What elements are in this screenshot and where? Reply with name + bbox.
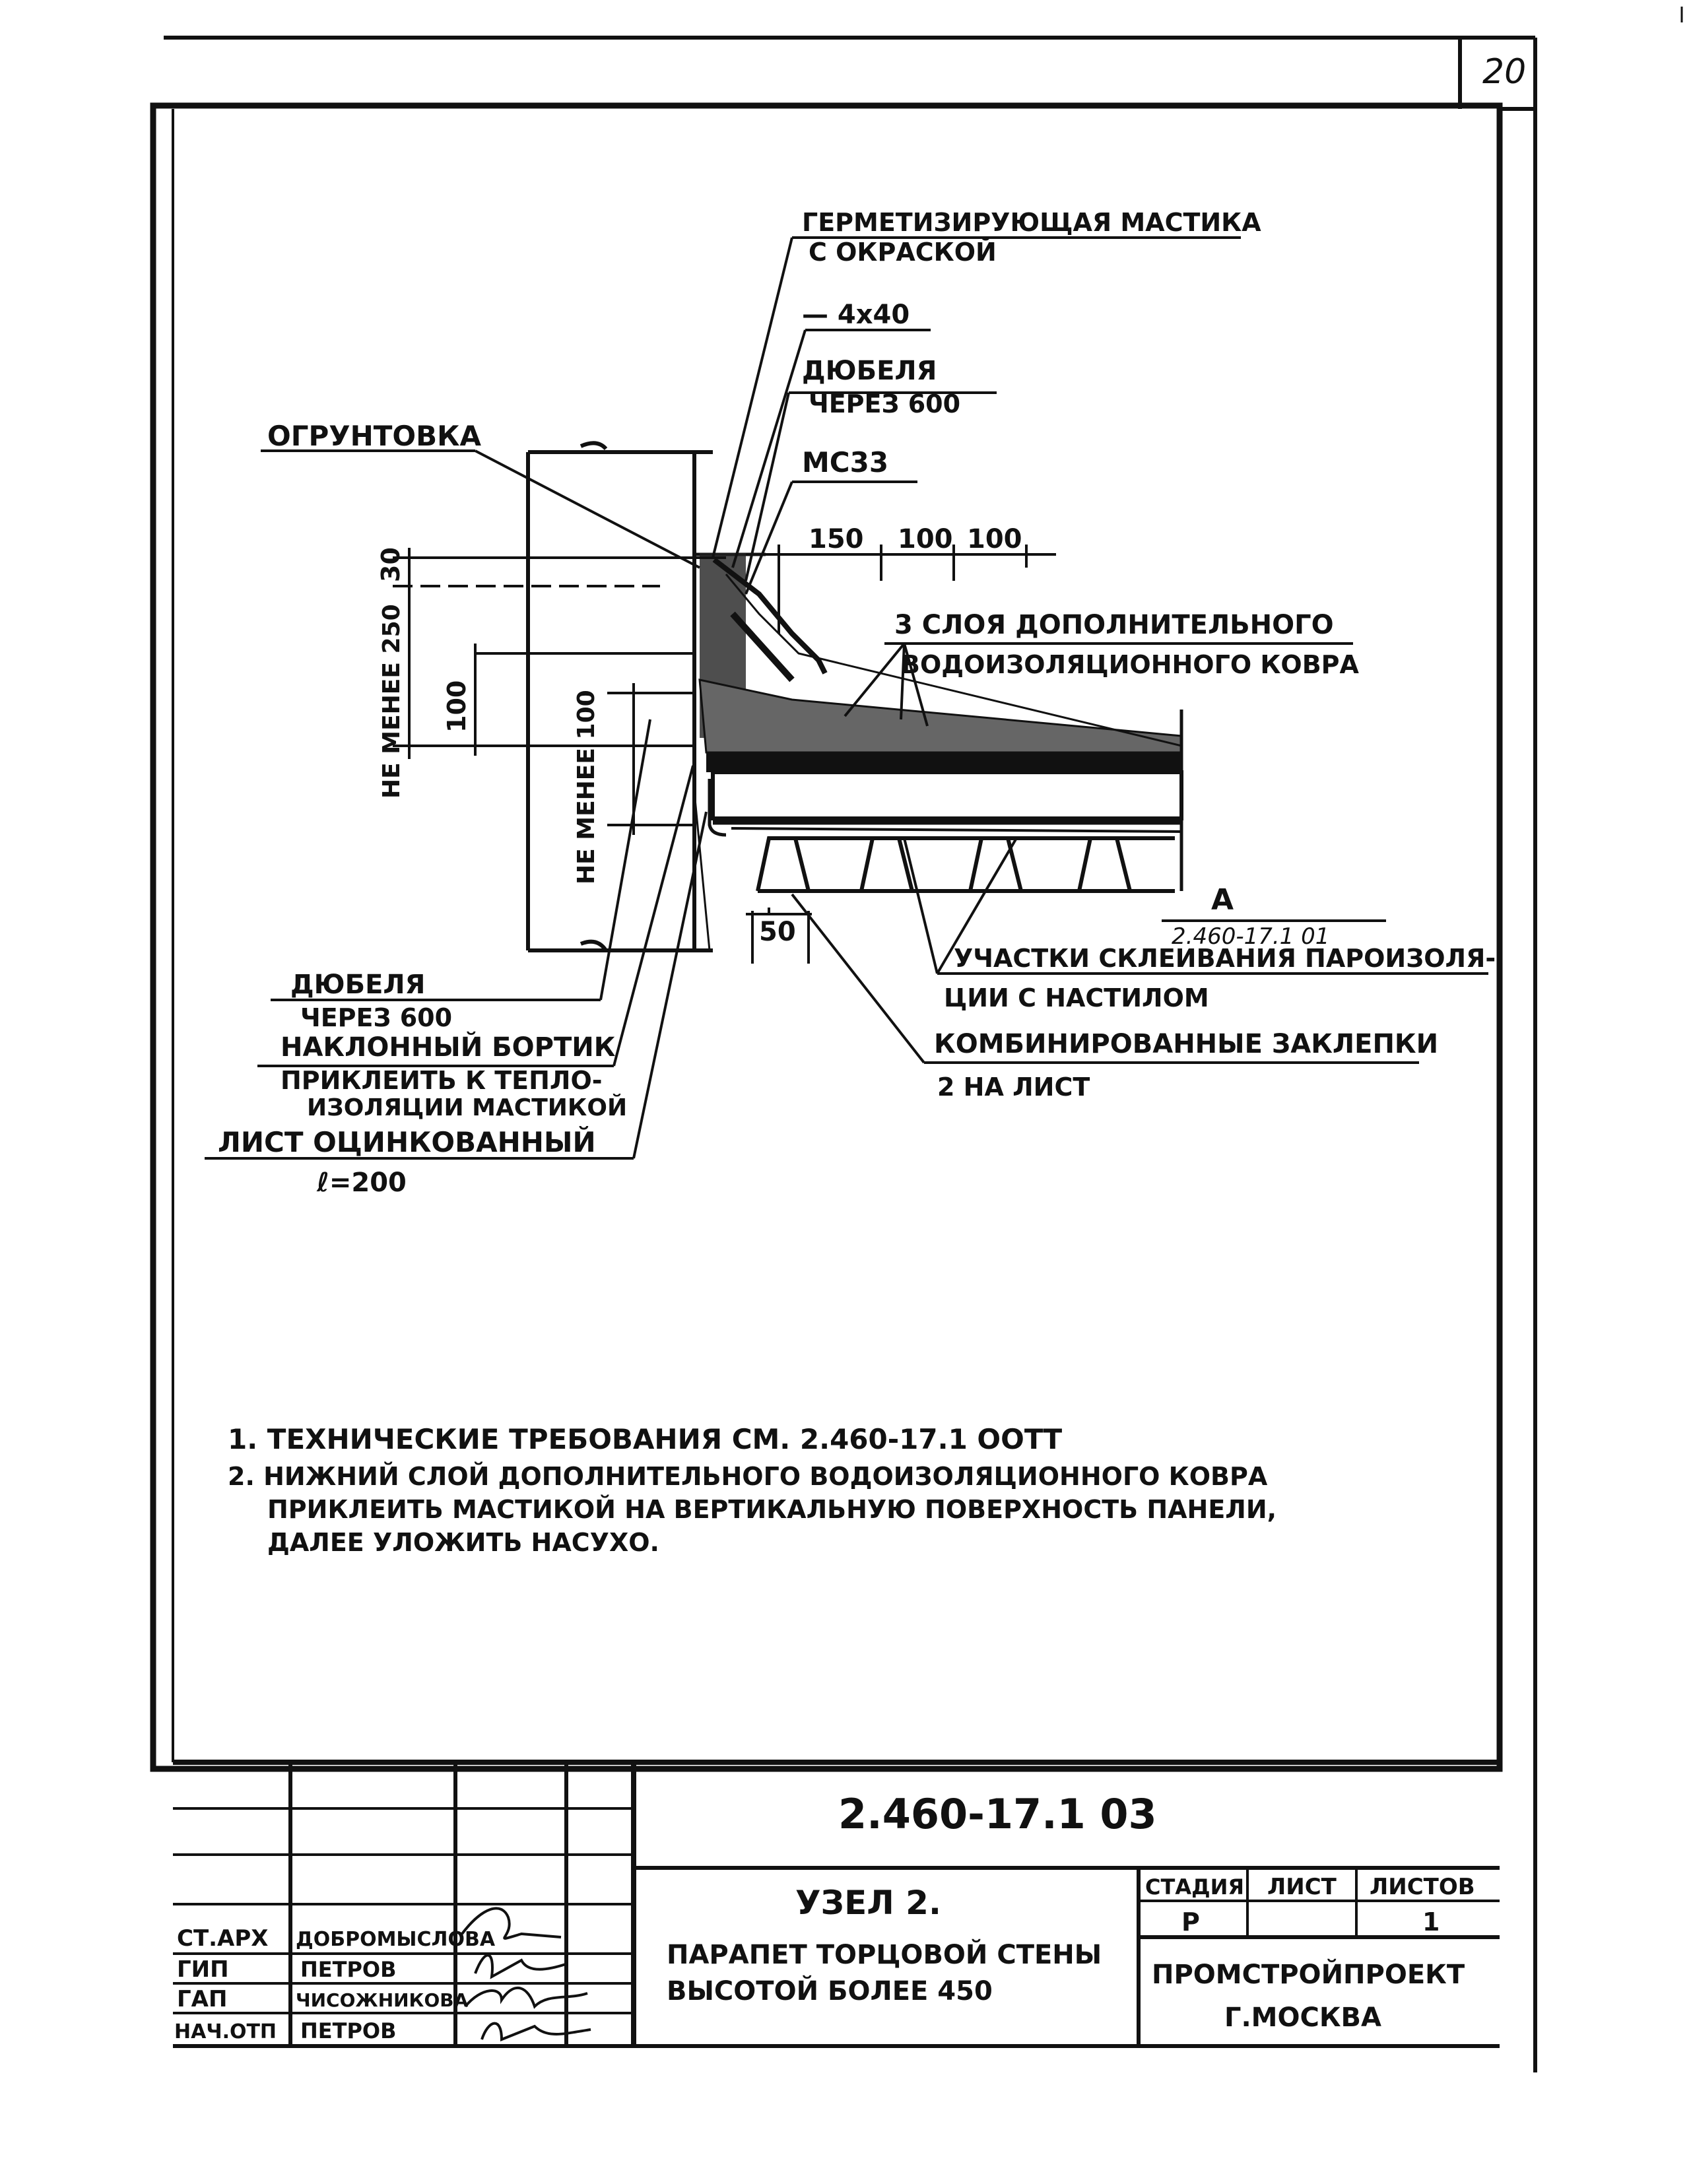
signature-rows: СТ.АРХ ДОБРОМЫСЛОВА ГИП ПЕТРОВ ГАП ЧИСОЖ… xyxy=(174,1925,496,2043)
label-dowels-top-1: ДЮБЕЛЯ xyxy=(802,356,937,386)
label-incline-1: НАКЛОННЫЙ БОРТИК xyxy=(281,1031,616,1063)
steel-deck xyxy=(756,836,1175,893)
node-title: УЗЕЛ 2. xyxy=(795,1884,941,1922)
roof-panel xyxy=(694,552,1183,891)
dim-100a: 100 xyxy=(898,524,953,554)
note-2b: ПРИКЛЕИТЬ МАСТИКОЙ НА ВЕРТИКАЛЬНУЮ ПОВЕР… xyxy=(267,1495,1277,1524)
title-block-grid xyxy=(173,1760,1500,2048)
sheet-header: ЛИСТ xyxy=(1267,1874,1337,1900)
note-1: 1. ТЕХНИЧЕСКИЕ ТРЕБОВАНИЯ СМ. 2.460-17.1… xyxy=(228,1423,1062,1455)
stage-value: Р xyxy=(1181,1907,1200,1936)
dim-30: 30 xyxy=(376,547,405,582)
role-2: ГИП xyxy=(177,1956,229,1983)
label-layers-1: 3 СЛОЯ ДОПОЛНИТЕЛЬНОГО xyxy=(894,610,1334,640)
org-name: ПРОМСТРОЙПРОЕКТ xyxy=(1152,1958,1465,1990)
label-sealant-2: С ОКРАСКОЙ xyxy=(809,238,997,267)
node-desc-1: ПАРАПЕТ ТОРЦОВОЙ СТЕНЫ xyxy=(667,1938,1102,1970)
label-strip: — 4х40 xyxy=(802,300,910,330)
label-ref-letter: А xyxy=(1211,883,1234,917)
dim-100v: 100 xyxy=(442,680,471,733)
label-mc33: МС33 xyxy=(802,446,888,479)
label-sheet-1: ЛИСТ ОЦИНКОВАННЫЙ xyxy=(218,1125,596,1158)
sheets-header: ЛИСТОВ xyxy=(1370,1874,1475,1900)
role-1: СТ.АРХ xyxy=(177,1925,269,1952)
dim-250: НЕ МЕНЕЕ 250 xyxy=(378,604,405,799)
label-dowels-bottom-2: ЧЕРЕЗ 600 xyxy=(300,1003,452,1032)
dim-50: 50 xyxy=(759,917,796,947)
leader-lines xyxy=(205,236,1488,1160)
dimension-lines xyxy=(393,545,1056,964)
label-sealant-1: ГЕРМЕТИЗИРУЮЩАЯ МАСТИКА xyxy=(802,208,1261,237)
name-4: ПЕТРОВ xyxy=(300,2018,397,2043)
parapet-wall xyxy=(526,441,713,952)
label-rivets-2: 2 НА ЛИСТ xyxy=(937,1073,1090,1102)
label-incline-2: ПРИКЛЕИТЬ К ТЕПЛО- xyxy=(281,1066,603,1095)
dim-100b: 100 xyxy=(967,524,1022,554)
label-ref-doc: 2.460-17.1 01 xyxy=(1172,923,1329,950)
dim-100min: НЕ МЕНЕЕ 100 xyxy=(573,690,600,884)
label-bonding-1: УЧАСТКИ СКЛЕИВАНИЯ ПАРОИЗОЛЯ- xyxy=(954,944,1496,973)
signatures xyxy=(461,1907,591,2041)
stage-header: СТАДИЯ xyxy=(1145,1874,1244,1900)
notes: 1. ТЕХНИЧЕСКИЕ ТРЕБОВАНИЯ СМ. 2.460-17.1… xyxy=(228,1423,1277,1557)
note-2c: ДАЛЕЕ УЛОЖИТЬ НАСУХО. xyxy=(267,1528,659,1557)
node-desc-2: ВЫСОТОЙ БОЛЕЕ 450 xyxy=(667,1975,993,2006)
name-3: ЧИСОЖНИКОВА xyxy=(296,1989,469,2011)
sheets-value: 1 xyxy=(1422,1907,1440,1936)
role-4: НАЧ.ОТП xyxy=(174,2020,277,2043)
org-city: Г.МОСКВА xyxy=(1224,2002,1381,2033)
label-primer: ОГРУНТОВКА xyxy=(267,420,481,452)
label-dowels-bottom-1: ДЮБЕЛЯ xyxy=(290,970,425,1000)
label-incline-3: ИЗОЛЯЦИИ МАСТИКОЙ xyxy=(307,1094,627,1121)
role-3: ГАП xyxy=(177,1986,227,2012)
callouts: ГЕРМЕТИЗИРУЮЩАЯ МАСТИКА С ОКРАСКОЙ — 4х4… xyxy=(218,208,1496,1198)
doc-code: 2.460-17.1 03 xyxy=(838,1790,1157,1838)
label-bonding-2: ЦИИ С НАСТИЛОМ xyxy=(944,983,1209,1012)
dim-150: 150 xyxy=(809,524,864,554)
page-number: 20 xyxy=(1482,52,1526,92)
label-rivets-1: КОМБИНИРОВАННЫЕ ЗАКЛЕПКИ xyxy=(934,1029,1438,1059)
note-2: 2. НИЖНИЙ СЛОЙ ДОПОЛНИТЕЛЬНОГО ВОДОИЗОЛЯ… xyxy=(228,1462,1268,1491)
name-2: ПЕТРОВ xyxy=(300,1957,397,1982)
label-sheet-2: ℓ=200 xyxy=(316,1168,407,1198)
label-layers-2: ВОДОИЗОЛЯЦИОННОГО КОВРА xyxy=(901,650,1360,679)
label-dowels-top-2: ЧЕРЕЗ 600 xyxy=(809,389,960,418)
